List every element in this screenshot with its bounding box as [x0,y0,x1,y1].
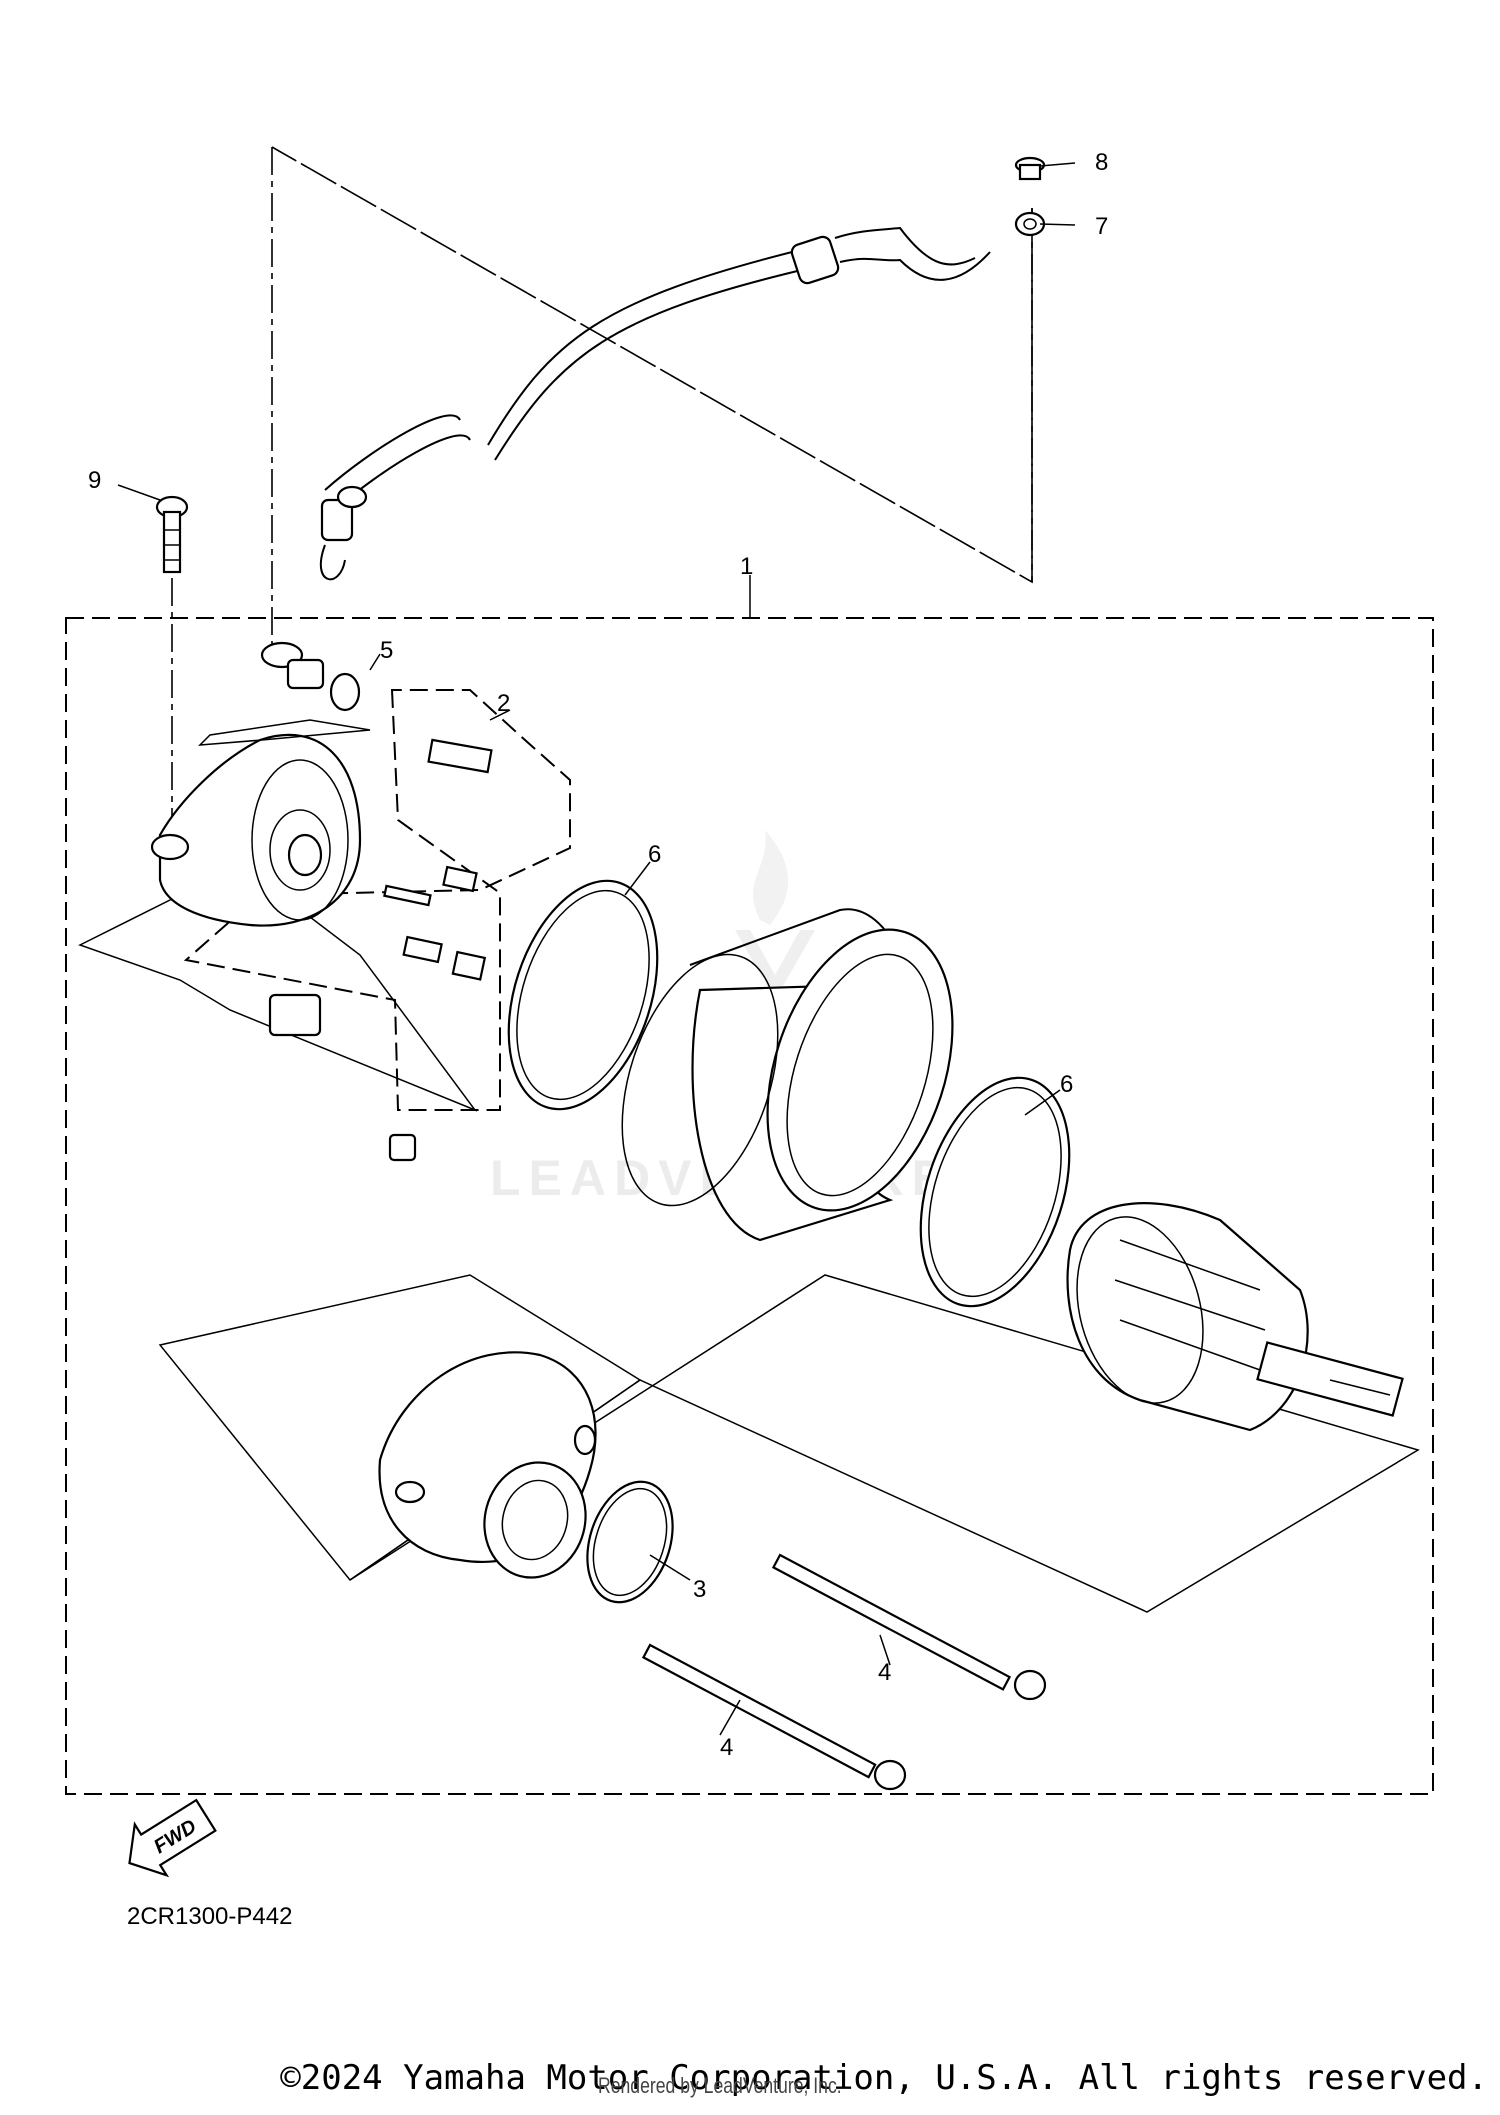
yoke-housing [621,908,954,1242]
rendered-by-notice: Rendered by LeadVenture, Inc. [598,2073,842,2098]
rear-cover [78,719,478,1112]
callout-5: 5 [380,637,393,664]
callout-6-rear: 6 [648,841,661,868]
callout-8: 8 [1095,149,1108,176]
oring-6-rear [507,879,659,1111]
lead-wire-phantom-lines [271,146,1033,584]
fwd-arrow-icon: FWD [128,1798,217,1878]
callout-3: 3 [693,1576,706,1603]
bolt-8 [1014,156,1046,181]
armature [349,1202,1420,1613]
callout-4-upper: 4 [878,1659,891,1686]
callout-1: 1 [740,553,753,580]
oring-6-front [919,1076,1071,1308]
callout-4-lower: 4 [720,1734,733,1761]
oring-3 [586,1480,674,1604]
callout-9: 9 [88,467,101,494]
starter-motor-lead [319,211,1046,581]
front-cover [158,1274,642,1582]
leader-lines [117,162,1076,1736]
diagram-code: 2CR1300-P442 [127,1903,293,1930]
callout-7: 7 [1095,213,1108,240]
through-bolt-4-lower [641,1643,907,1791]
terminal-and-oring-5 [260,641,361,712]
callout-2: 2 [497,690,510,717]
bolt-9 [155,495,189,840]
brush-springs [268,738,493,1162]
through-bolt-4-upper [771,1553,1047,1701]
callout-6-front: 6 [1060,1071,1073,1098]
copyright-notice: ©2024 Yamaha Motor Corporation, U.S.A. A… [280,2058,1488,2098]
brush-holder-kit-boundary [183,689,571,1111]
